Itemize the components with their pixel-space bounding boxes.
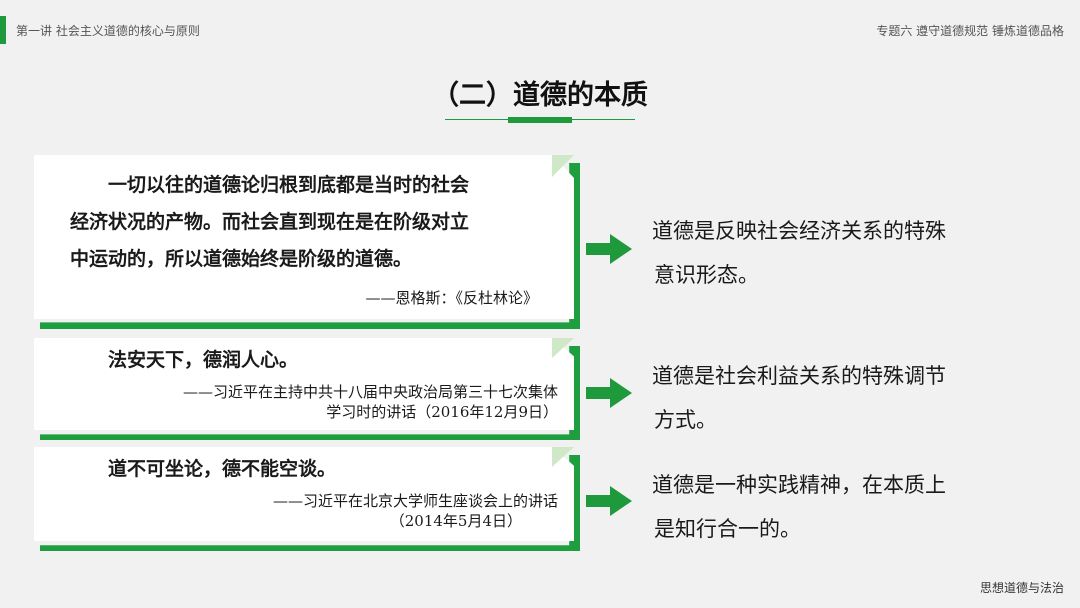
quote-line: 法安天下，德润人心。 — [70, 349, 299, 371]
footer-course-name: 思想道德与法治 — [979, 581, 1064, 595]
card-paper — [34, 155, 574, 319]
quote-source: ——习近平在北京大学师生座谈会上的讲话 （2014年5月4日） — [154, 491, 558, 531]
description-line: 道德是一种实践精神，在本质上 — [610, 473, 946, 497]
card-page-fold — [552, 338, 574, 358]
quote-line: 一切以往的道德论归根到底都是当时的社会 — [70, 174, 470, 196]
title-underline-accent — [508, 117, 572, 123]
right-arrow-icon — [586, 378, 632, 408]
header-topic-title: 专题六 遵守道德规范 锤炼道德品格 — [876, 24, 1064, 38]
quote-card-xi-2: 道不可坐论，德不能空谈。 ——习近平在北京大学师生座谈会上的讲话 （2014年5… — [34, 447, 582, 551]
description-line: 是知行合一的。 — [654, 517, 801, 541]
essence-description-1: 道德是反映社会经济关系的特殊 意识形态。 — [652, 209, 1034, 297]
source-line: ——习近平在主持中共十八届中央政治局第三十七次集体 — [182, 383, 558, 401]
quote-line: 道不可坐论，德不能空谈。 — [70, 458, 337, 480]
essence-description-3: 道德是一种实践精神，在本质上 是知行合一的。 — [652, 463, 1034, 551]
quote-card-engels: 一切以往的道德论归根到底都是当时的社会 经济状况的产物。而社会直到现在是在阶级对… — [34, 155, 582, 331]
page-title: （二）道德的本质 — [432, 80, 648, 111]
quote-text: 一切以往的道德论归根到底都是当时的社会 经济状况的产物。而社会直到现在是在阶级对… — [70, 167, 564, 278]
quote-line: 经济状况的产物。而社会直到现在是在阶级对立 — [70, 211, 470, 233]
source-line: （2014年5月4日） — [389, 512, 522, 530]
right-arrow-icon — [586, 234, 632, 264]
card-paper — [34, 338, 574, 430]
description-line: 方式。 — [654, 408, 717, 432]
quote-text: 法安天下，德润人心。 — [94, 342, 564, 379]
source-line: 学习时的讲话（2016年12月9日） — [326, 403, 558, 421]
quote-line: 中运动的，所以道德始终是阶级的道德。 — [70, 248, 413, 270]
essence-description-2: 道德是社会利益关系的特殊调节 方式。 — [652, 354, 1034, 442]
quote-source: ——恩格斯：《反杜林论》 — [234, 288, 538, 308]
source-line: ——恩格斯：《反杜林论》 — [365, 289, 538, 307]
right-arrow-icon — [586, 486, 632, 516]
source-line: ——习近平在北京大学师生座谈会上的讲话 — [272, 492, 558, 510]
header-accent-bar — [0, 16, 6, 44]
description-line: 道德是反映社会经济关系的特殊 — [610, 219, 946, 243]
quote-card-xi-1: 法安天下，德润人心。 ——习近平在主持中共十八届中央政治局第三十七次集体 学习时… — [34, 338, 582, 440]
header-lecture-title: 第一讲 社会主义道德的核心与原则 — [16, 24, 200, 38]
card-page-fold — [552, 155, 574, 177]
card-paper — [34, 447, 574, 541]
quote-text: 道不可坐论，德不能空谈。 — [94, 451, 564, 488]
quote-source: ——习近平在主持中共十八届中央政治局第三十七次集体 学习时的讲话（2016年12… — [114, 382, 558, 422]
description-line: 道德是社会利益关系的特殊调节 — [610, 364, 946, 388]
card-page-fold — [552, 447, 574, 467]
description-line: 意识形态。 — [654, 263, 759, 287]
